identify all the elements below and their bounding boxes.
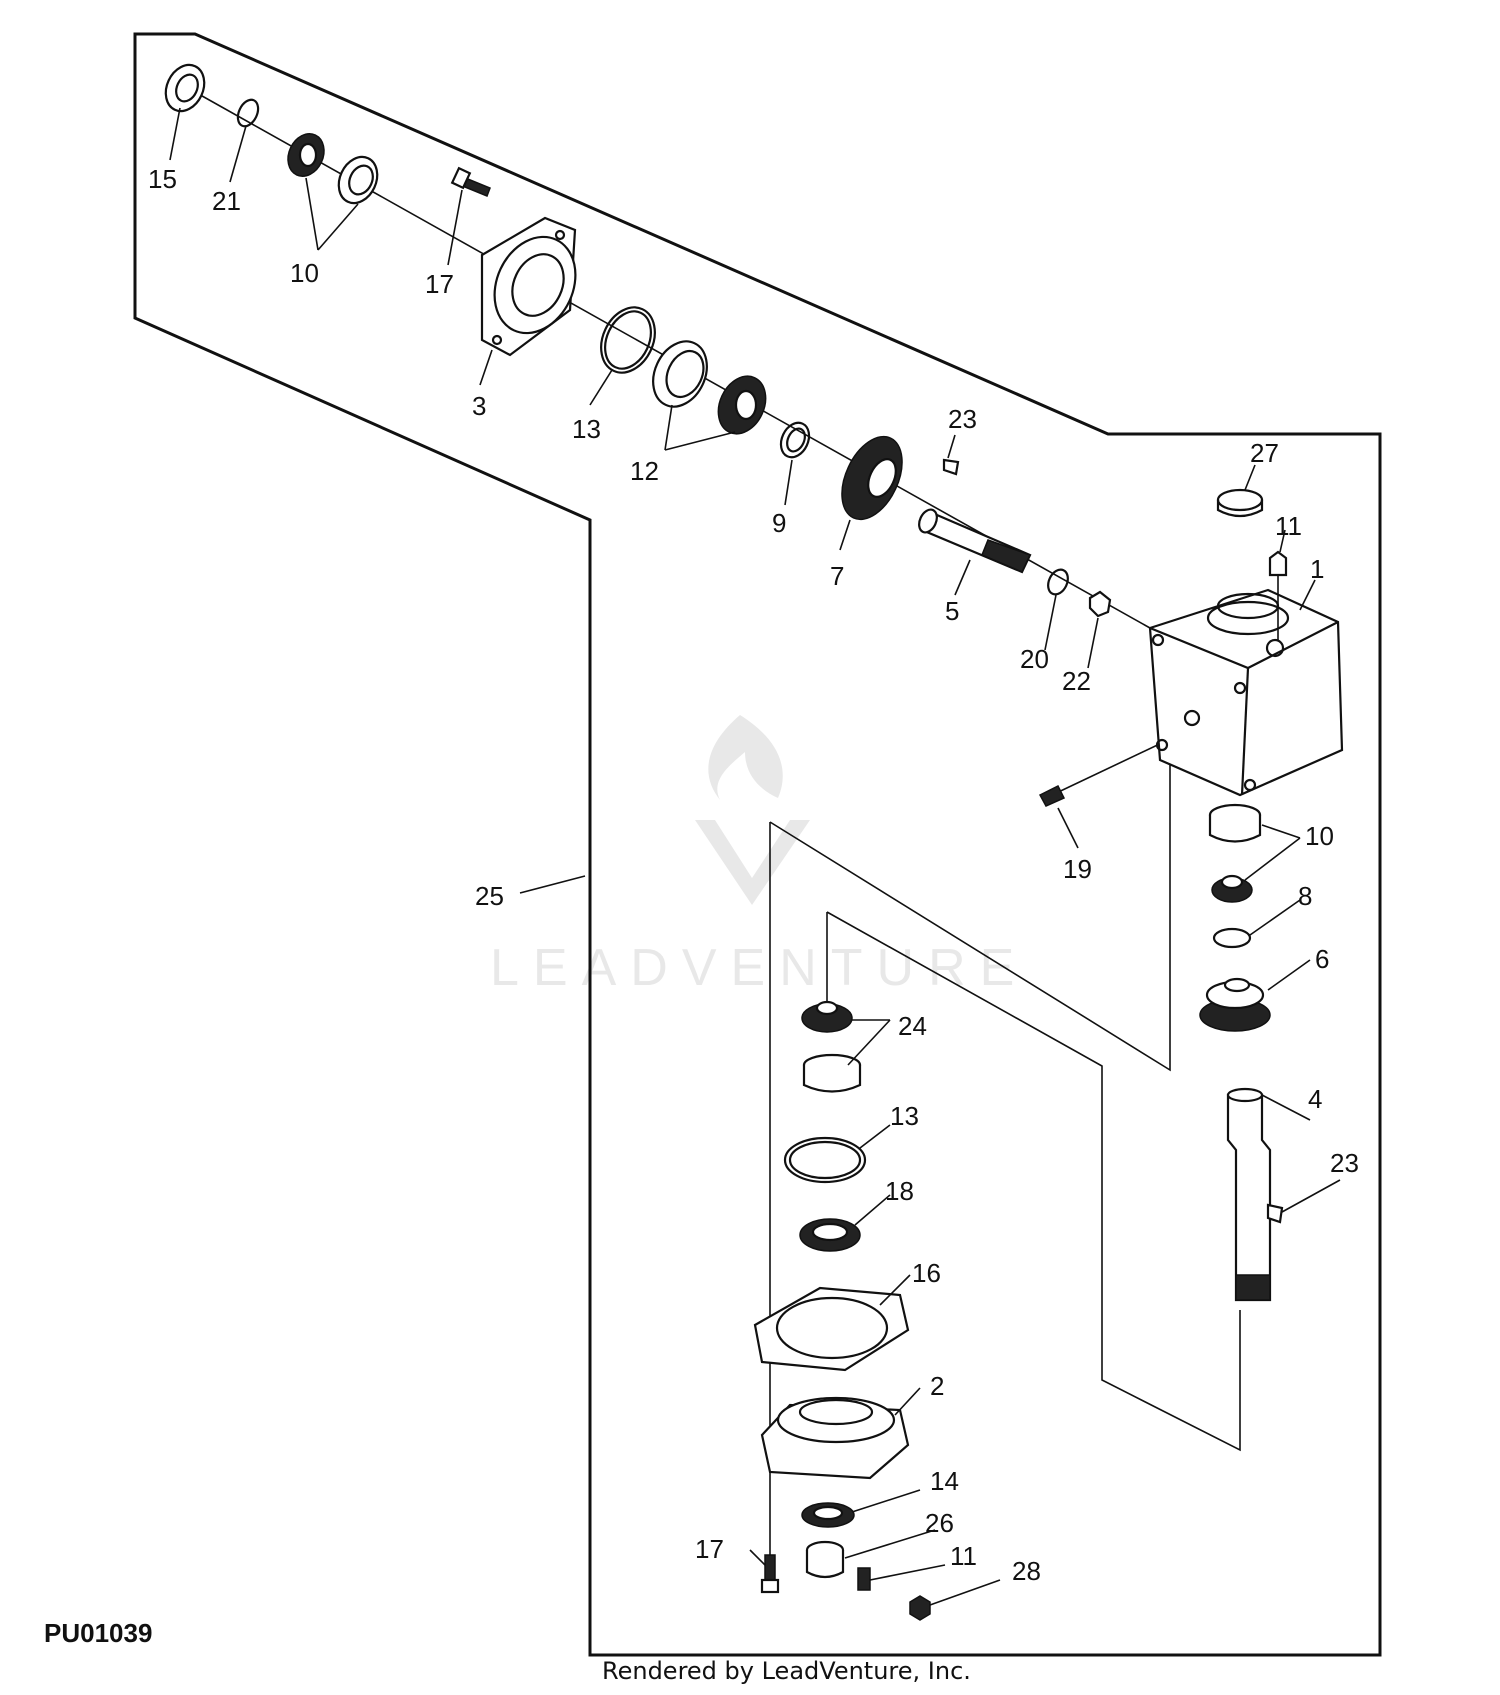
callout-16: 16 [912, 1258, 941, 1288]
callout-13b: 13 [890, 1101, 919, 1131]
watermark: LEADVENTURE [490, 715, 1028, 997]
part-key-23a [942, 458, 960, 476]
callout-7: 7 [830, 561, 844, 591]
part-bearing-cone-10a [287, 133, 325, 177]
callout-leaders [169, 107, 1341, 1606]
callout-27: 27 [1250, 438, 1279, 468]
part-plug-11a [1268, 550, 1288, 640]
part-bearing-housing-3 [480, 216, 577, 357]
callout-9: 9 [772, 508, 786, 538]
part-bearing-cone-8a [1211, 874, 1253, 903]
callout-23b: 23 [1330, 1148, 1359, 1178]
part-gearbox-housing-1 [1148, 588, 1344, 797]
callout-1: 1 [1310, 554, 1324, 584]
callout-4: 4 [1308, 1084, 1322, 1114]
part-plug-11b [857, 1567, 871, 1591]
callout-8: 8 [1298, 881, 1312, 911]
callout-23: 23 [948, 404, 977, 434]
callout-19: 19 [1063, 854, 1092, 884]
part-oil-seal-15 [164, 63, 206, 113]
part-bearing-cup-10c [1208, 803, 1262, 843]
callout-6: 6 [1315, 944, 1329, 974]
callout-5: 5 [945, 596, 959, 626]
assembly-border [133, 32, 1382, 1657]
callout-28: 28 [1012, 1556, 1041, 1586]
callout-11b: 11 [950, 1541, 977, 1571]
callout-11: 11 [1275, 511, 1302, 541]
credit-line: Rendered by LeadVenture, Inc. [602, 1657, 971, 1685]
callout-17b: 17 [695, 1534, 724, 1564]
callout-labels: 15 21 10 17 3 13 12 23 9 7 5 27 11 1 20 … [148, 164, 1359, 1586]
callout-10: 10 [290, 258, 319, 288]
document-code: PU01039 [44, 1618, 153, 1648]
callout-15: 15 [148, 164, 177, 194]
part-cap-screw-17b [760, 1554, 780, 1594]
part-output-shaft-4 [1226, 1087, 1272, 1302]
callout-24: 24 [898, 1011, 927, 1041]
part-gasket-16 [753, 1286, 910, 1372]
part-oring-13a [600, 306, 656, 374]
part-snap-ring-21 [236, 98, 260, 128]
part-shim-8 [1212, 927, 1252, 949]
watermark-text: LEADVENTURE [490, 939, 1028, 997]
part-oring-13b [783, 1136, 867, 1184]
callout-18: 18 [885, 1176, 914, 1206]
callout-21: 21 [212, 186, 241, 216]
part-dust-cap-27 [1216, 488, 1264, 518]
part-bevel-gear-6 [1199, 977, 1271, 1032]
part-bearing-housing-2 [760, 1396, 910, 1480]
callout-12: 12 [630, 456, 659, 486]
part-breather-19 [1038, 784, 1066, 807]
part-bearing-cone-12b [717, 375, 767, 435]
callout-10b: 10 [1305, 821, 1334, 851]
callout-17: 17 [425, 269, 454, 299]
part-washer-20 [1047, 568, 1069, 596]
part-input-shaft-5 [918, 508, 1032, 574]
part-shim-9 [779, 421, 811, 459]
callout-14: 14 [930, 1466, 959, 1496]
callout-3: 3 [472, 391, 486, 421]
part-spacer-26 [805, 1540, 845, 1579]
part-bearing-cup-24b [802, 1053, 862, 1093]
callout-26: 26 [925, 1508, 954, 1538]
part-oil-seal-18 [799, 1218, 861, 1252]
callout-20: 20 [1020, 644, 1049, 674]
part-bevel-gear-7 [841, 435, 903, 521]
part-key-23b [1266, 1203, 1284, 1224]
part-cap-screw-17a [450, 166, 491, 197]
part-bearing-cone-24a [801, 1000, 853, 1033]
part-oil-seal-14 [801, 1502, 855, 1528]
part-nut-28 [909, 1595, 931, 1621]
part-bearing-cup-10b [337, 155, 379, 205]
callout-2: 2 [930, 1371, 944, 1401]
part-bearing-cup-12a [652, 340, 708, 408]
callout-25: 25 [475, 881, 504, 911]
part-nut-22 [1088, 590, 1112, 618]
callout-13: 13 [572, 414, 601, 444]
callout-22: 22 [1062, 666, 1091, 696]
